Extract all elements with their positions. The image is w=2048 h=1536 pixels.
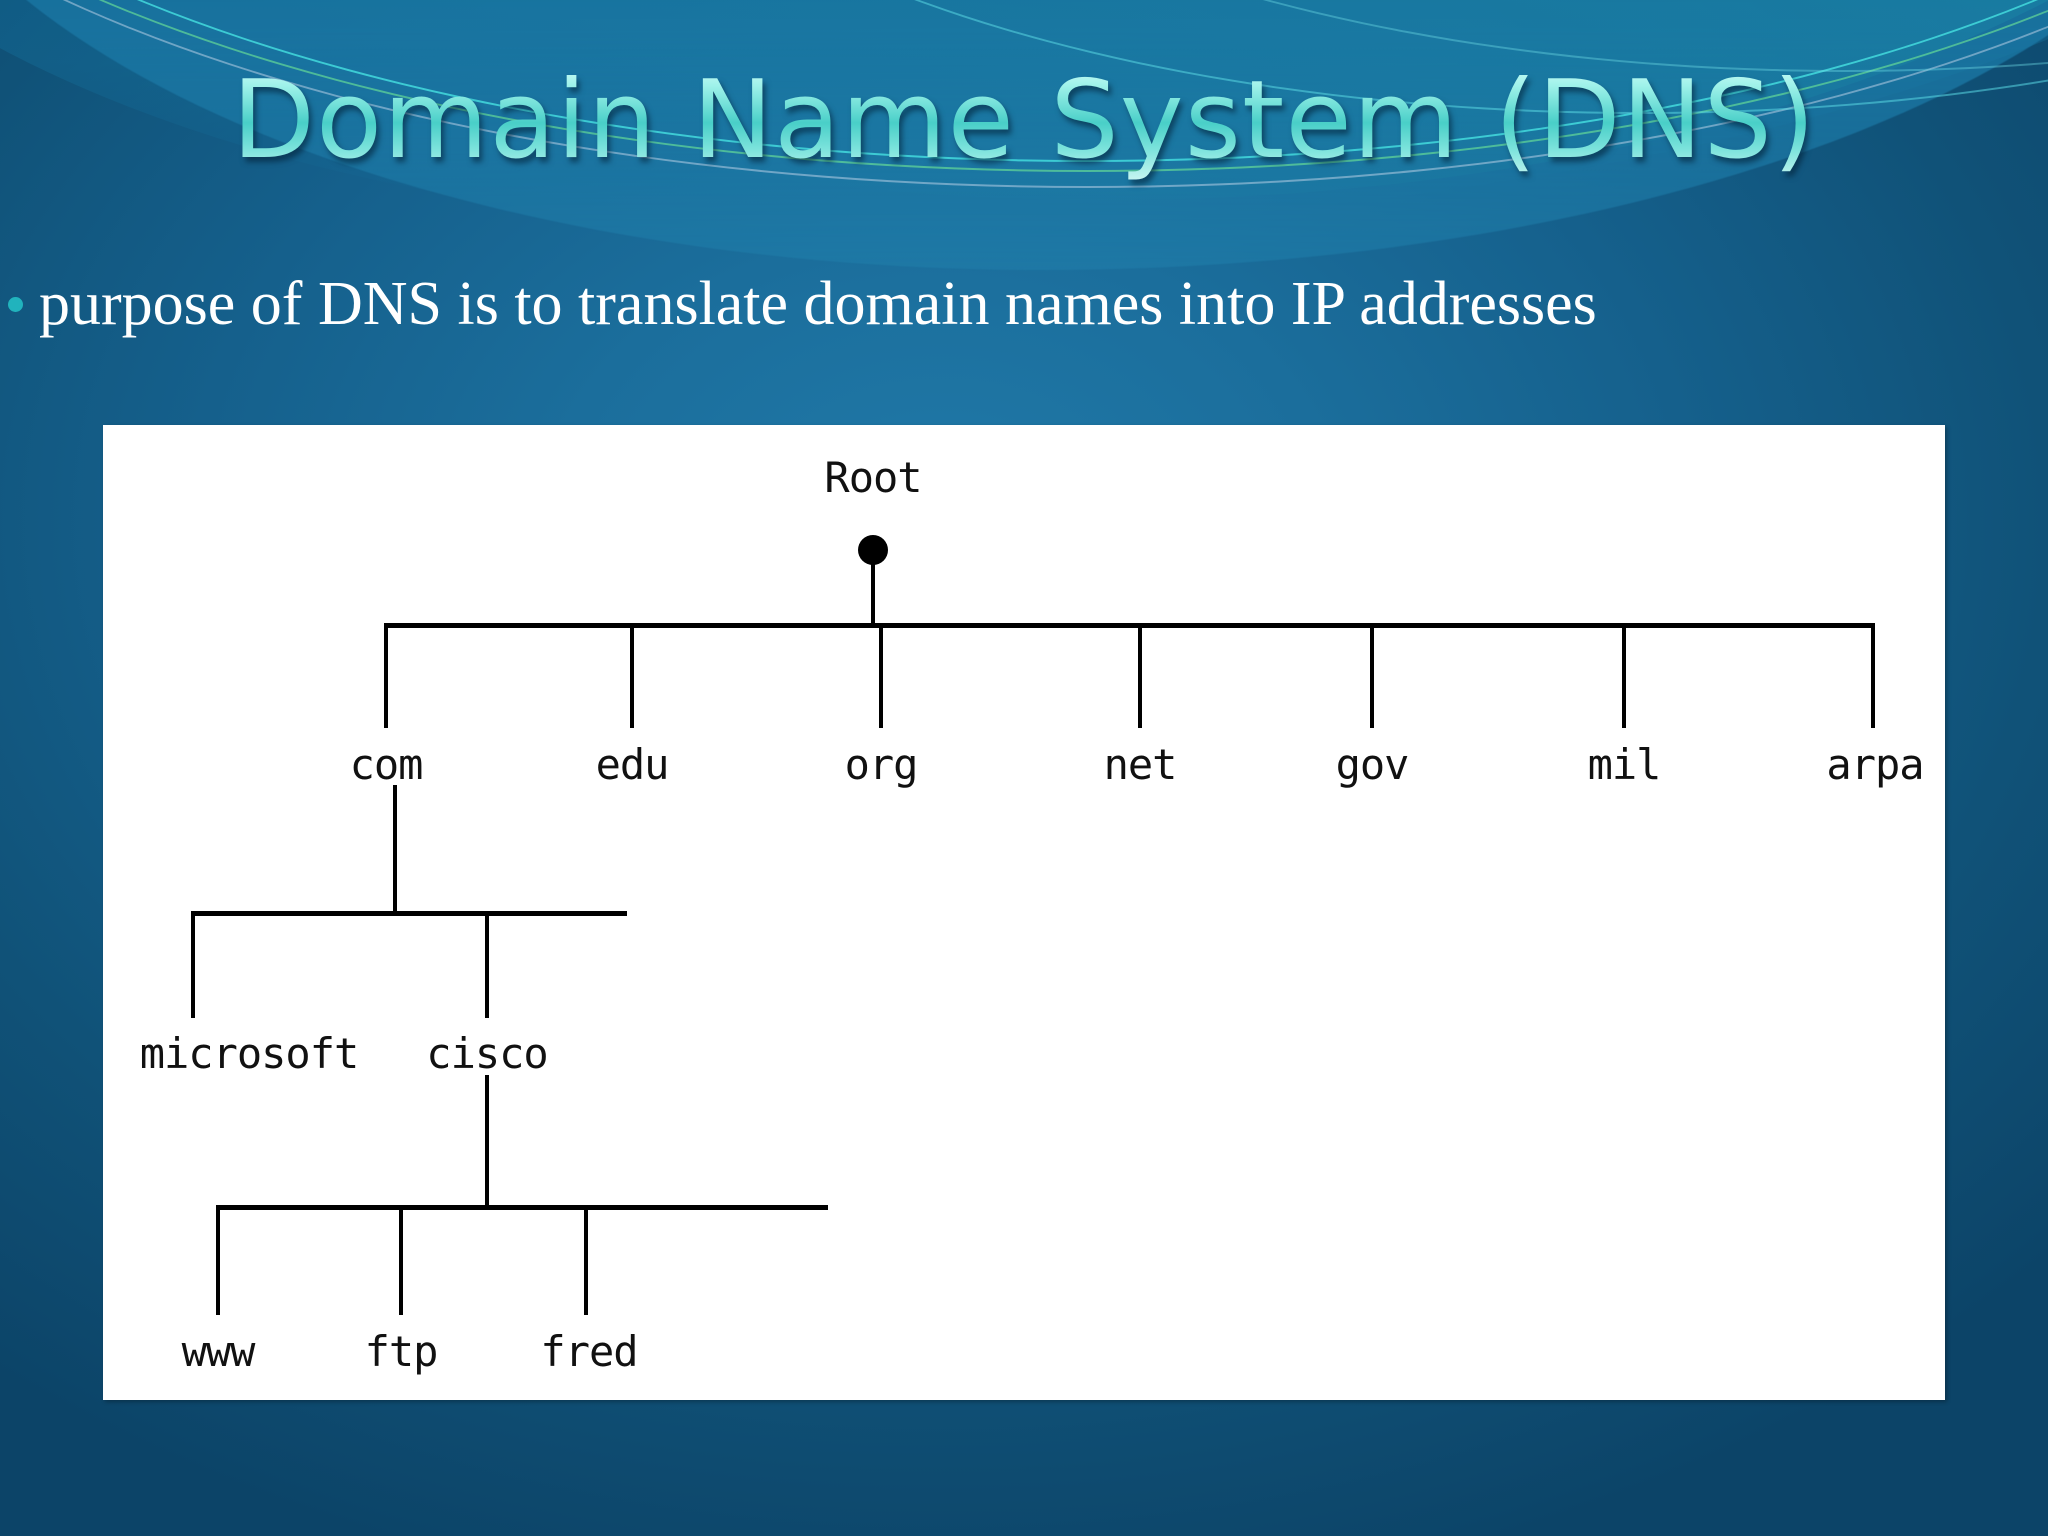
tree-node-cisco-label: cisco: [426, 1029, 548, 1078]
tree-root-dot-icon: [858, 535, 888, 565]
tree-edge-ftp: [399, 1207, 403, 1315]
tree-node-gov-label: gov: [1335, 740, 1410, 789]
tree-node-microsoft-label: microsoft: [139, 1029, 360, 1078]
tree-node-root-label: Root: [824, 453, 922, 502]
bullet-list-item: purpose of DNS is to translate domain na…: [8, 270, 1597, 338]
tree-edge-microsoft: [191, 913, 195, 1018]
tree-node-com-label: com: [349, 740, 424, 789]
tree-node-fred-label: fred: [540, 1327, 638, 1376]
tree-edge-arpa: [1871, 625, 1875, 728]
slide-title: Domain Name System (DNS): [0, 58, 2048, 183]
tree-edge-com: [384, 625, 388, 728]
tree-node-edu-label: edu: [595, 740, 670, 789]
tree-edge-com-stem: [393, 785, 397, 913]
tree-node-mil-label: mil: [1587, 740, 1662, 789]
tree-bus-tld: [384, 623, 1875, 628]
bullet-item-text: purpose of DNS is to translate domain na…: [39, 270, 1597, 338]
tree-edge-mil: [1622, 625, 1626, 728]
tree-edge-cisco: [485, 913, 489, 1018]
tree-bus-hosts: [216, 1205, 828, 1210]
tree-edge-org: [879, 625, 883, 728]
tree-edge-cisco-stem: [485, 1075, 489, 1207]
tree-node-org-label: org: [844, 740, 919, 789]
tree-edge-root-stem: [871, 563, 875, 627]
tree-edge-fred: [584, 1207, 588, 1315]
tree-node-ftp-label: ftp: [364, 1327, 439, 1376]
dns-tree-image-panel: Root com edu org net gov mil arpa: [103, 425, 1945, 1400]
tree-node-arpa-label: arpa: [1826, 740, 1924, 789]
tree-edge-net: [1138, 625, 1142, 728]
tree-edge-www: [216, 1207, 220, 1315]
dns-tree-diagram: Root com edu org net gov mil arpa: [103, 425, 1945, 1400]
tree-bus-sld: [191, 911, 627, 916]
tree-node-net-label: net: [1103, 740, 1178, 789]
tree-node-www-label: www: [181, 1327, 256, 1376]
tree-edge-edu: [630, 625, 634, 728]
tree-edge-gov: [1370, 625, 1374, 728]
bullet-dot-icon: [8, 297, 23, 312]
header-pale-curve-icon: [0, 0, 2048, 188]
